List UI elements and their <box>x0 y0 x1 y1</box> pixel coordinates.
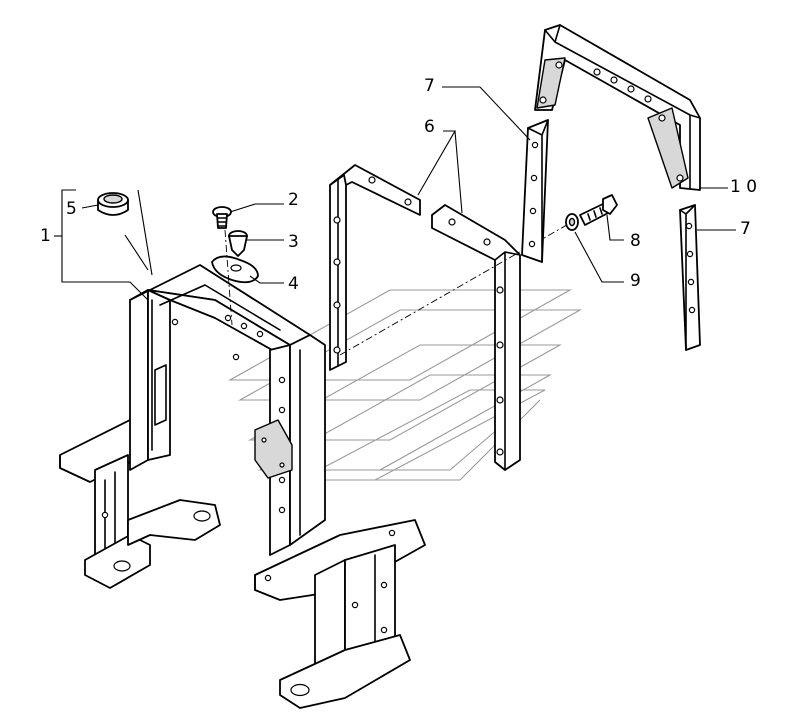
bolt <box>579 194 618 226</box>
strip-plate-lower <box>679 204 701 351</box>
callout-6: 6 <box>424 117 435 137</box>
arched-bracket <box>534 24 701 191</box>
flange-plate <box>211 255 259 284</box>
leader-lines <box>54 86 736 301</box>
callout-7-lower: 7 <box>740 219 751 239</box>
callout-5: 5 <box>66 199 77 219</box>
grommet-cap <box>97 192 129 216</box>
main-frame <box>59 264 426 709</box>
callout-labels: 1 2 3 4 5 6 7 7 8 9 1 0 <box>40 76 757 294</box>
support-bar <box>431 204 521 471</box>
callout-9: 9 <box>630 271 641 291</box>
callout-1: 1 <box>40 226 51 246</box>
callout-2: 2 <box>288 190 299 210</box>
screw <box>212 206 232 229</box>
callout-4: 4 <box>288 274 299 294</box>
cap-nut <box>228 230 248 257</box>
callout-10: 1 0 <box>730 177 757 197</box>
callout-3: 3 <box>288 232 299 252</box>
callout-8: 8 <box>630 231 641 251</box>
u-bracket <box>329 164 421 371</box>
callout-7-upper: 7 <box>424 76 435 96</box>
strip-plate-upper <box>521 119 549 263</box>
washer <box>565 213 579 231</box>
